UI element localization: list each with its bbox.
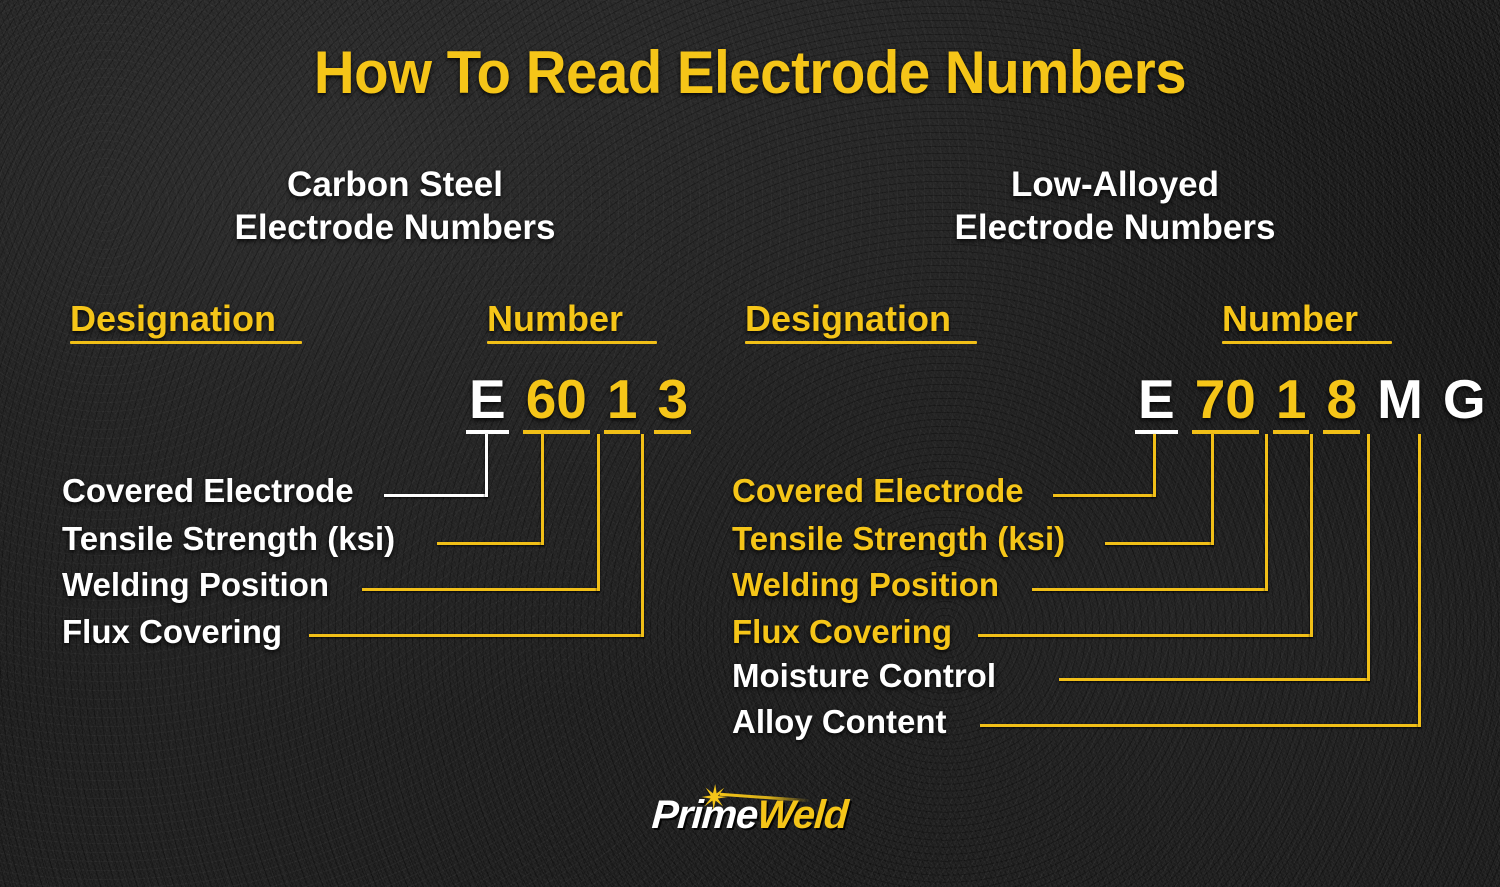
left-code-char-3: 3: [654, 372, 692, 434]
right-code-char-0: E: [1135, 372, 1178, 434]
left-designation-rule: [70, 341, 302, 344]
right-code-char-2: 1: [1272, 372, 1310, 434]
page-title: How To Read Electrode Numbers: [313, 39, 1187, 106]
right-designation-rule: [745, 341, 977, 344]
right-code-char-1: 70: [1191, 372, 1259, 434]
right-label-1: Tensile Strength (ksi): [732, 520, 1066, 557]
left-label-0: Covered Electrode: [62, 472, 354, 509]
left-code-char-1: 60: [522, 372, 590, 434]
right-label-4: Moisture Control: [732, 657, 996, 694]
right-number-rule: [1222, 341, 1392, 344]
left-number-rule: [487, 341, 657, 344]
left-designation-subhead: Designation: [70, 298, 277, 339]
logo-text-prime: Prime: [650, 793, 760, 837]
right-code-char-4: M: [1377, 368, 1423, 430]
left-column-heading: Carbon Steel Electrode Numbers: [234, 165, 556, 248]
right-number-subhead: Number: [1222, 298, 1359, 339]
left-code-char-0: E: [466, 372, 509, 434]
primeweld-logo: PrimeWeld: [0, 784, 1500, 838]
right-column-heading: Low-Alloyed Electrode Numbers: [954, 165, 1276, 248]
right-designation-subhead: Designation: [745, 298, 952, 339]
right-label-5: Alloy Content: [732, 703, 947, 740]
right-label-2: Welding Position: [732, 566, 1000, 603]
logo-text-weld: Weld: [756, 793, 850, 837]
left-label-3: Flux Covering: [62, 613, 283, 650]
left-label-1: Tensile Strength (ksi): [62, 520, 396, 557]
left-label-2: Welding Position: [62, 566, 330, 603]
left-code-char-2: 1: [603, 372, 641, 434]
right-code-char-5: G: [1442, 368, 1486, 430]
left-number-subhead: Number: [487, 298, 624, 339]
right-code-char-3: 8: [1323, 372, 1361, 434]
right-label-0: Covered Electrode: [732, 472, 1024, 509]
right-label-3: Flux Covering: [732, 613, 953, 650]
